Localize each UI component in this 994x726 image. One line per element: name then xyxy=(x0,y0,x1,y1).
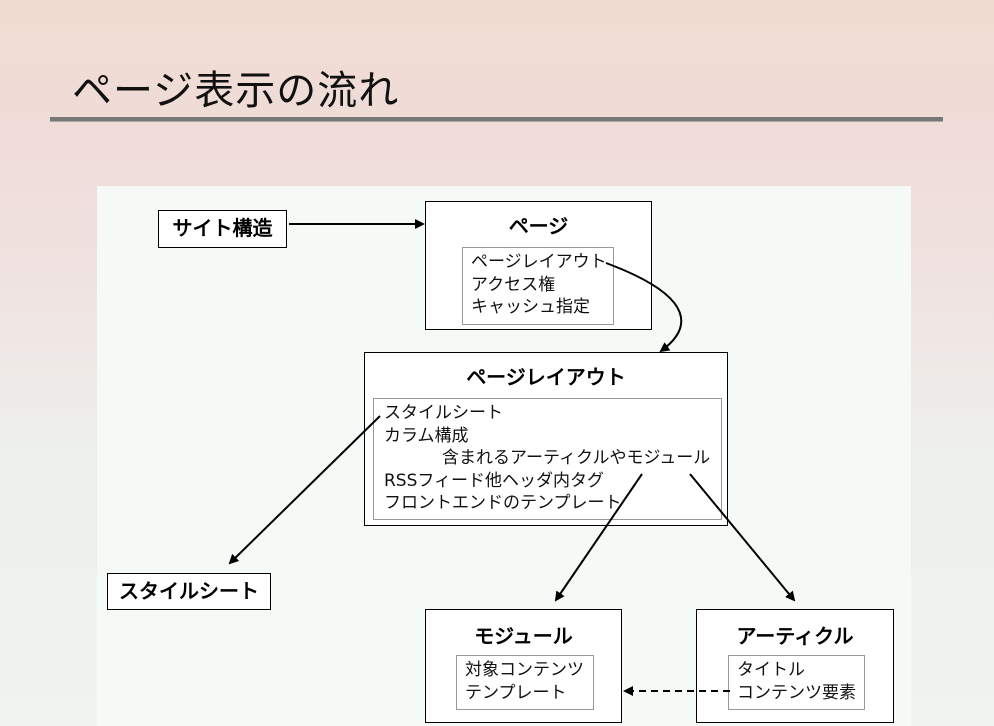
page-box-title: ページ xyxy=(508,214,569,238)
page-box: ページ ページレイアウト アクセス権 キャッシュ指定 xyxy=(425,201,652,330)
module-box-items: 対象コンテンツ テンプレート xyxy=(456,655,594,710)
page-layout-box-items: スタイルシート カラム構成 含まれるアーティクルやモジュール RSSフィード他ヘ… xyxy=(373,398,722,520)
stylesheet-box: スタイルシート xyxy=(107,573,271,610)
list-item: キャッシュ指定 xyxy=(471,297,590,317)
page-layout-box: ページレイアウト スタイルシート カラム構成 含まれるアーティクルやモジュール … xyxy=(364,352,728,526)
list-item: ページレイアウト xyxy=(471,252,607,272)
article-box-items: タイトル コンテンツ要素 xyxy=(728,655,865,710)
module-box-title: モジュール xyxy=(474,624,573,648)
article-box: アーティクル タイトル コンテンツ要素 xyxy=(696,609,894,723)
list-item: フロントエンドのテンプレート xyxy=(384,493,622,513)
site-structure-box: サイト構造 xyxy=(158,210,287,248)
list-item: アクセス権 xyxy=(471,274,556,295)
list-item: カラム構成 xyxy=(384,425,469,446)
arrow-page-to-layout xyxy=(605,262,683,353)
list-item: スタイルシート xyxy=(384,403,503,423)
arrow-layout-to-article xyxy=(689,473,796,602)
list-item: コンテンツ要素 xyxy=(737,682,856,703)
slide-title: ページ表示の流れ xyxy=(72,68,400,114)
arrow-layout-to-module xyxy=(554,473,643,602)
list-item: 対象コンテンツ xyxy=(465,660,584,680)
article-box-title: アーティクル xyxy=(736,624,854,648)
list-item: 含まれるアーティクルやモジュール xyxy=(442,448,711,468)
list-item: RSSフィード他ヘッダ内タグ xyxy=(384,470,605,491)
module-box: モジュール 対象コンテンツ テンプレート xyxy=(425,609,622,723)
arrow-layout-to-stylesheet xyxy=(228,415,381,565)
title-underline xyxy=(50,117,943,122)
list-item: タイトル xyxy=(737,660,805,680)
list-item: テンプレート xyxy=(465,682,567,703)
page-layout-box-title: ページレイアウト xyxy=(466,365,626,389)
page-box-items: ページレイアウト アクセス権 キャッシュ指定 xyxy=(462,247,614,325)
